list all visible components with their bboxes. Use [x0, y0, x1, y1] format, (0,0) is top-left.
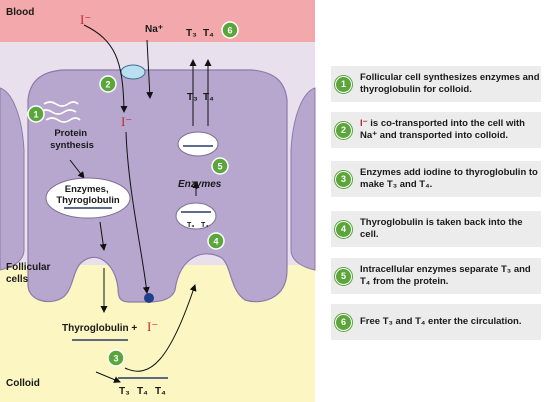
- sodium-label: Na⁺: [145, 24, 163, 35]
- vesicle-to-colloid-arrow: [99, 221, 107, 251]
- right-neighbor-cell: [290, 87, 316, 271]
- vesicle-t4-label: T₄: [201, 222, 209, 229]
- diagram-badge-6-text: 6: [227, 26, 232, 36]
- colloid-t4b-label: T₄: [155, 386, 166, 397]
- diagram-badge-3-text: 3: [113, 354, 118, 364]
- blood-region: [0, 0, 315, 42]
- diagram-badge-6: 6: [221, 21, 239, 39]
- step-badge: 2: [335, 121, 352, 139]
- step-text: Follicular cell synthesizes enzymes and …: [360, 72, 540, 95]
- protein-synthesis-line2: synthesis: [50, 140, 94, 151]
- step-5: 5 Intracellular enzymes separate T₃ and T…: [331, 258, 541, 294]
- diagram-badge-1: 1: [27, 105, 45, 123]
- diagram-badge-5-text: 5: [217, 162, 222, 172]
- step-text: Enzymes add iodine to thyroglobulin to m…: [360, 167, 538, 190]
- iodide-entry-arrow: [83, 24, 128, 113]
- iodide-colloid-label: I⁻: [147, 319, 158, 334]
- t3-cell-label: T₃: [187, 92, 198, 103]
- enz-thyro-line2: Thyroglobulin: [56, 195, 120, 206]
- endocytic-vesicle: [175, 202, 217, 230]
- colloid-t3-label: T₃: [119, 386, 130, 397]
- protein-synthesis-label: Protein synthesis: [50, 128, 94, 151]
- step-4: 4 Thyroglobulin is taken back into the ce…: [331, 211, 541, 247]
- follicular-label-line2: cells: [6, 274, 29, 285]
- diagram-badge-3: 3: [107, 349, 125, 367]
- enz-thyro-line1: Enzymes,: [65, 184, 109, 195]
- colloid-t4a-label: T₄: [137, 386, 148, 397]
- protein-synthesis-line1: Protein: [54, 128, 87, 139]
- lysosome-vesicle: [177, 131, 219, 157]
- synthesis-arrow: [69, 159, 85, 179]
- diagram-badge-2-text: 2: [105, 80, 110, 90]
- step-badge: 6: [335, 313, 352, 331]
- er-strand-2: [39, 109, 77, 115]
- enzymes-label: Enzymes: [178, 179, 222, 190]
- step-3: 3 Enzymes add iodine to thyroglobulin to …: [331, 161, 541, 197]
- step-badge: 5: [335, 267, 352, 285]
- follicular-cells-label: Follicular cells: [6, 262, 53, 285]
- colloid-label: Colloid: [6, 378, 40, 389]
- iodide-blood-label: I⁻: [80, 12, 91, 27]
- apical-transporter: [144, 293, 154, 303]
- step-2: 2 I⁻ is co-transported into the cell with…: [331, 112, 541, 148]
- diagram-badge-4: 4: [207, 232, 225, 250]
- na-iodide-symporter: [120, 64, 146, 80]
- diagram-badge-1-text: 1: [33, 110, 38, 120]
- follicular-label-line1: Follicular: [6, 262, 51, 273]
- iodination-arrow: [95, 371, 121, 383]
- step-text: I⁻ is co-transported into the cell with …: [360, 118, 525, 141]
- t4-cell-label: T₄: [203, 92, 214, 103]
- thyroglobulin-plus-label: Thyroglobulin +: [62, 323, 137, 334]
- blood-label: Blood: [6, 7, 34, 18]
- diagram-badge-4-text: 4: [213, 237, 218, 247]
- er-strand-3: [45, 117, 81, 123]
- step-text: Free T₃ and T₄ enter the circulation.: [360, 316, 522, 327]
- iodide-cell-label: I⁻: [121, 114, 132, 129]
- vesicle-t3-label: T₃: [187, 222, 195, 229]
- left-neighbor-cell: [0, 87, 25, 271]
- diagram-badge-5: 5: [211, 157, 229, 175]
- t3-blood-label: T₃: [186, 28, 197, 39]
- iodide-to-colloid-arrow: [125, 131, 150, 294]
- step-badge: 4: [335, 220, 352, 238]
- er-strand-1: [43, 101, 79, 107]
- step-badge: 1: [335, 75, 352, 93]
- step-badge: 3: [335, 170, 352, 188]
- step-1: 1 Follicular cell synthesizes enzymes and…: [331, 66, 541, 102]
- step-text: Thyroglobulin is taken back into the cel…: [360, 217, 523, 240]
- sodium-entry-arrow: [146, 39, 154, 99]
- endocytosis-arrow: [124, 284, 197, 372]
- enzymes-thyroglobulin-label: Enzymes, Thyroglobulin: [56, 184, 120, 206]
- diagram-badge-2: 2: [99, 75, 117, 93]
- step-text: Intracellular enzymes separate T₃ and T₄…: [360, 264, 531, 287]
- step-6: 6 Free T₃ and T₄ enter the circulation.: [331, 304, 541, 340]
- t4-blood-label: T₄: [203, 28, 214, 39]
